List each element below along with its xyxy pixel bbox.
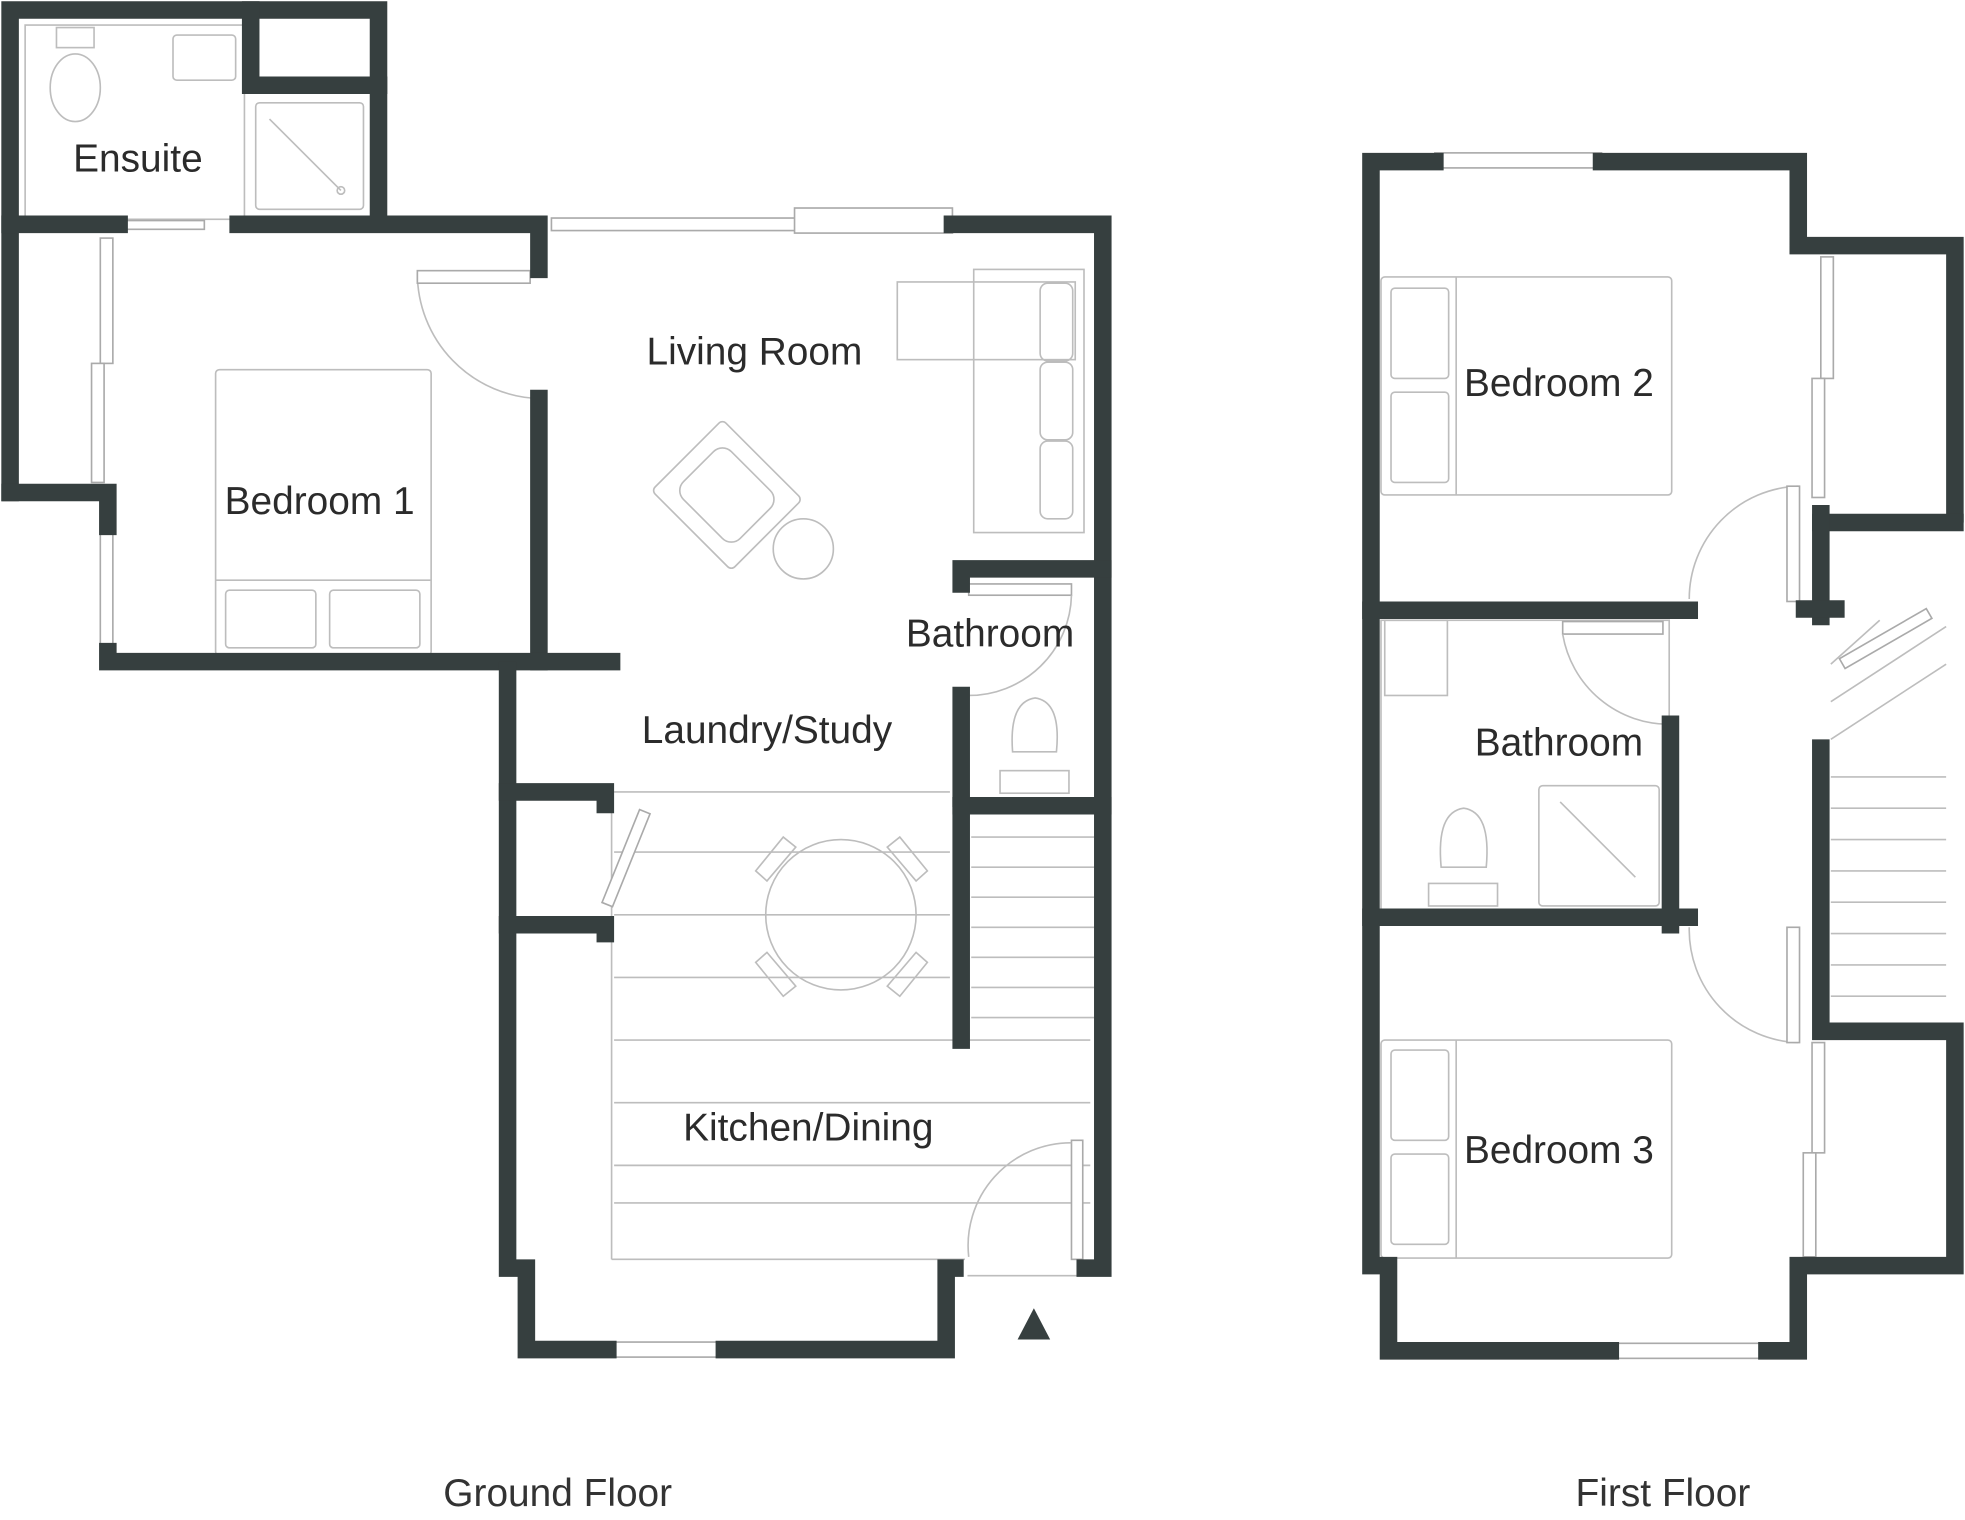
sink-icon	[172, 34, 237, 82]
toilet-icon	[1011, 697, 1058, 753]
room-label-bedroom-3: Bedroom 3	[1464, 1129, 1654, 1172]
room-label-bedroom-1: Bedroom 1	[225, 480, 415, 523]
first-floor-fixtures	[1380, 152, 1947, 1360]
ground-floor-fixtures	[24, 24, 1096, 1358]
room-label-laundry-study: Laundry/Study	[642, 709, 893, 752]
shower-icon	[1538, 784, 1660, 907]
sofa-icon	[896, 281, 1077, 361]
side-table-icon	[772, 517, 835, 580]
armchair-icon	[652, 420, 801, 570]
bed-icon	[1380, 1039, 1673, 1259]
sink-icon	[1383, 619, 1449, 697]
stairs-icon	[971, 836, 1096, 1019]
room-label-living-room: Living Room	[647, 331, 863, 374]
stairs-icon	[1830, 619, 1947, 998]
entrance-triangle-icon	[1017, 1308, 1051, 1340]
ground-floor-walls	[1, 1, 1112, 1359]
first-floor-walls	[1362, 152, 1964, 1360]
shower-icon	[254, 101, 365, 211]
room-label-bathroom-first: Bathroom	[1475, 722, 1643, 765]
room-label-bedroom-2: Bedroom 2	[1464, 362, 1654, 405]
room-label-kitchen-dining: Kitchen/Dining	[683, 1106, 933, 1149]
dining-table-icon	[764, 838, 917, 991]
room-label-bathroom-ground: Bathroom	[906, 613, 1074, 656]
toilet-icon	[1439, 807, 1488, 868]
toilet-icon	[49, 53, 102, 123]
room-label-ensuite: Ensuite	[73, 138, 203, 181]
bed-icon	[1380, 276, 1673, 496]
first-floor-title: First Floor	[1576, 1472, 1751, 1515]
ground-floor-title: Ground Floor	[443, 1472, 672, 1515]
